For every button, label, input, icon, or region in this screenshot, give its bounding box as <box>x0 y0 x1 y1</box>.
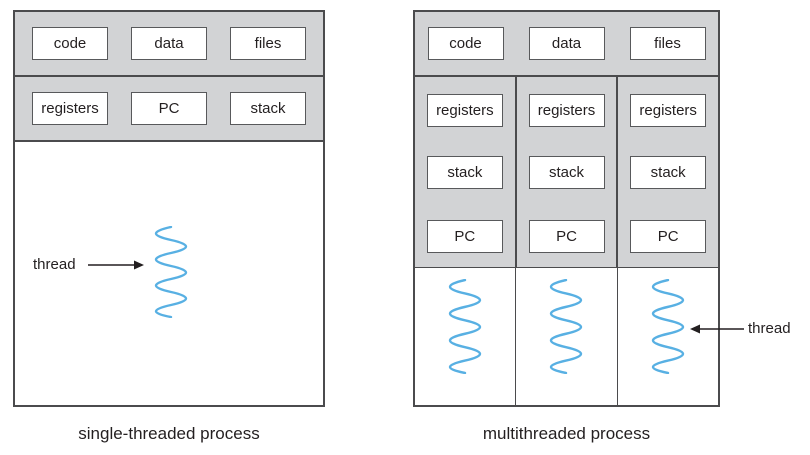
thread-lane-2 <box>515 268 616 405</box>
registers-label: registers <box>537 102 596 119</box>
thread-squiggle-icon <box>651 279 685 374</box>
single-threaded-process-diagram: code data files registers PC stack threa… <box>13 10 325 407</box>
arrow-left-icon <box>690 324 744 334</box>
pc-label: PC <box>158 100 180 117</box>
files-label: files <box>654 35 681 52</box>
files-box: files <box>230 27 306 60</box>
registers-label: registers <box>436 102 494 119</box>
registers-label: registers <box>41 100 99 117</box>
stack-label: stack <box>250 100 286 117</box>
registers-label: registers <box>639 102 697 119</box>
thread-label: thread <box>33 256 76 273</box>
stack-box: stack <box>528 156 605 189</box>
pc-box: PC <box>630 220 707 253</box>
thread-squiggle-icon <box>448 279 482 374</box>
stack-box: stack <box>230 92 306 125</box>
thread-context-column-3: registers stack PC <box>616 77 719 267</box>
pc-box: PC <box>528 220 605 253</box>
multithreaded-process-diagram: code data files registers stack PC regis… <box>413 10 720 407</box>
pc-box: PC <box>131 92 207 125</box>
stack-box: stack <box>426 156 503 189</box>
pc-label: PC <box>657 228 679 245</box>
thread-squiggle-icon <box>550 279 583 374</box>
code-box: code <box>427 27 504 60</box>
pc-label: PC <box>556 228 577 245</box>
files-box: files <box>629 27 706 60</box>
data-box: data <box>528 27 605 60</box>
thread-lane-1 <box>415 268 515 405</box>
stack-label: stack <box>447 164 483 181</box>
arrow-right-icon <box>88 260 144 270</box>
process-resources-band: code data files <box>415 12 718 77</box>
thread-label: thread <box>748 320 791 337</box>
stack-label: stack <box>548 164 584 181</box>
process-resources-band: code data files <box>15 12 323 77</box>
registers-box: registers <box>32 92 108 125</box>
data-label: data <box>551 35 582 52</box>
stack-label: stack <box>650 164 686 181</box>
data-box: data <box>131 27 207 60</box>
single-threaded-caption: single-threaded process <box>78 424 260 443</box>
thread-lane-3 <box>616 268 718 405</box>
files-label: files <box>254 35 282 52</box>
code-label: code <box>53 35 87 52</box>
thread-context-column-2: registers stack PC <box>514 77 617 267</box>
code-label: code <box>449 35 482 52</box>
stack-box: stack <box>630 156 707 189</box>
data-label: data <box>154 35 184 52</box>
thread-context-column-1: registers stack PC <box>415 77 515 267</box>
registers-box: registers <box>528 94 605 127</box>
thread-context-band: registers PC stack <box>15 77 323 142</box>
registers-box: registers <box>426 94 503 127</box>
per-thread-context-columns: registers stack PC registers stack PC re… <box>415 77 719 268</box>
code-box: code <box>32 27 108 60</box>
pc-box: PC <box>426 220 503 253</box>
multithreaded-caption: multithreaded process <box>482 424 651 443</box>
pc-label: PC <box>454 228 476 245</box>
thread-squiggle-icon <box>154 226 188 318</box>
thread-lanes <box>415 268 718 405</box>
registers-box: registers <box>630 94 707 127</box>
